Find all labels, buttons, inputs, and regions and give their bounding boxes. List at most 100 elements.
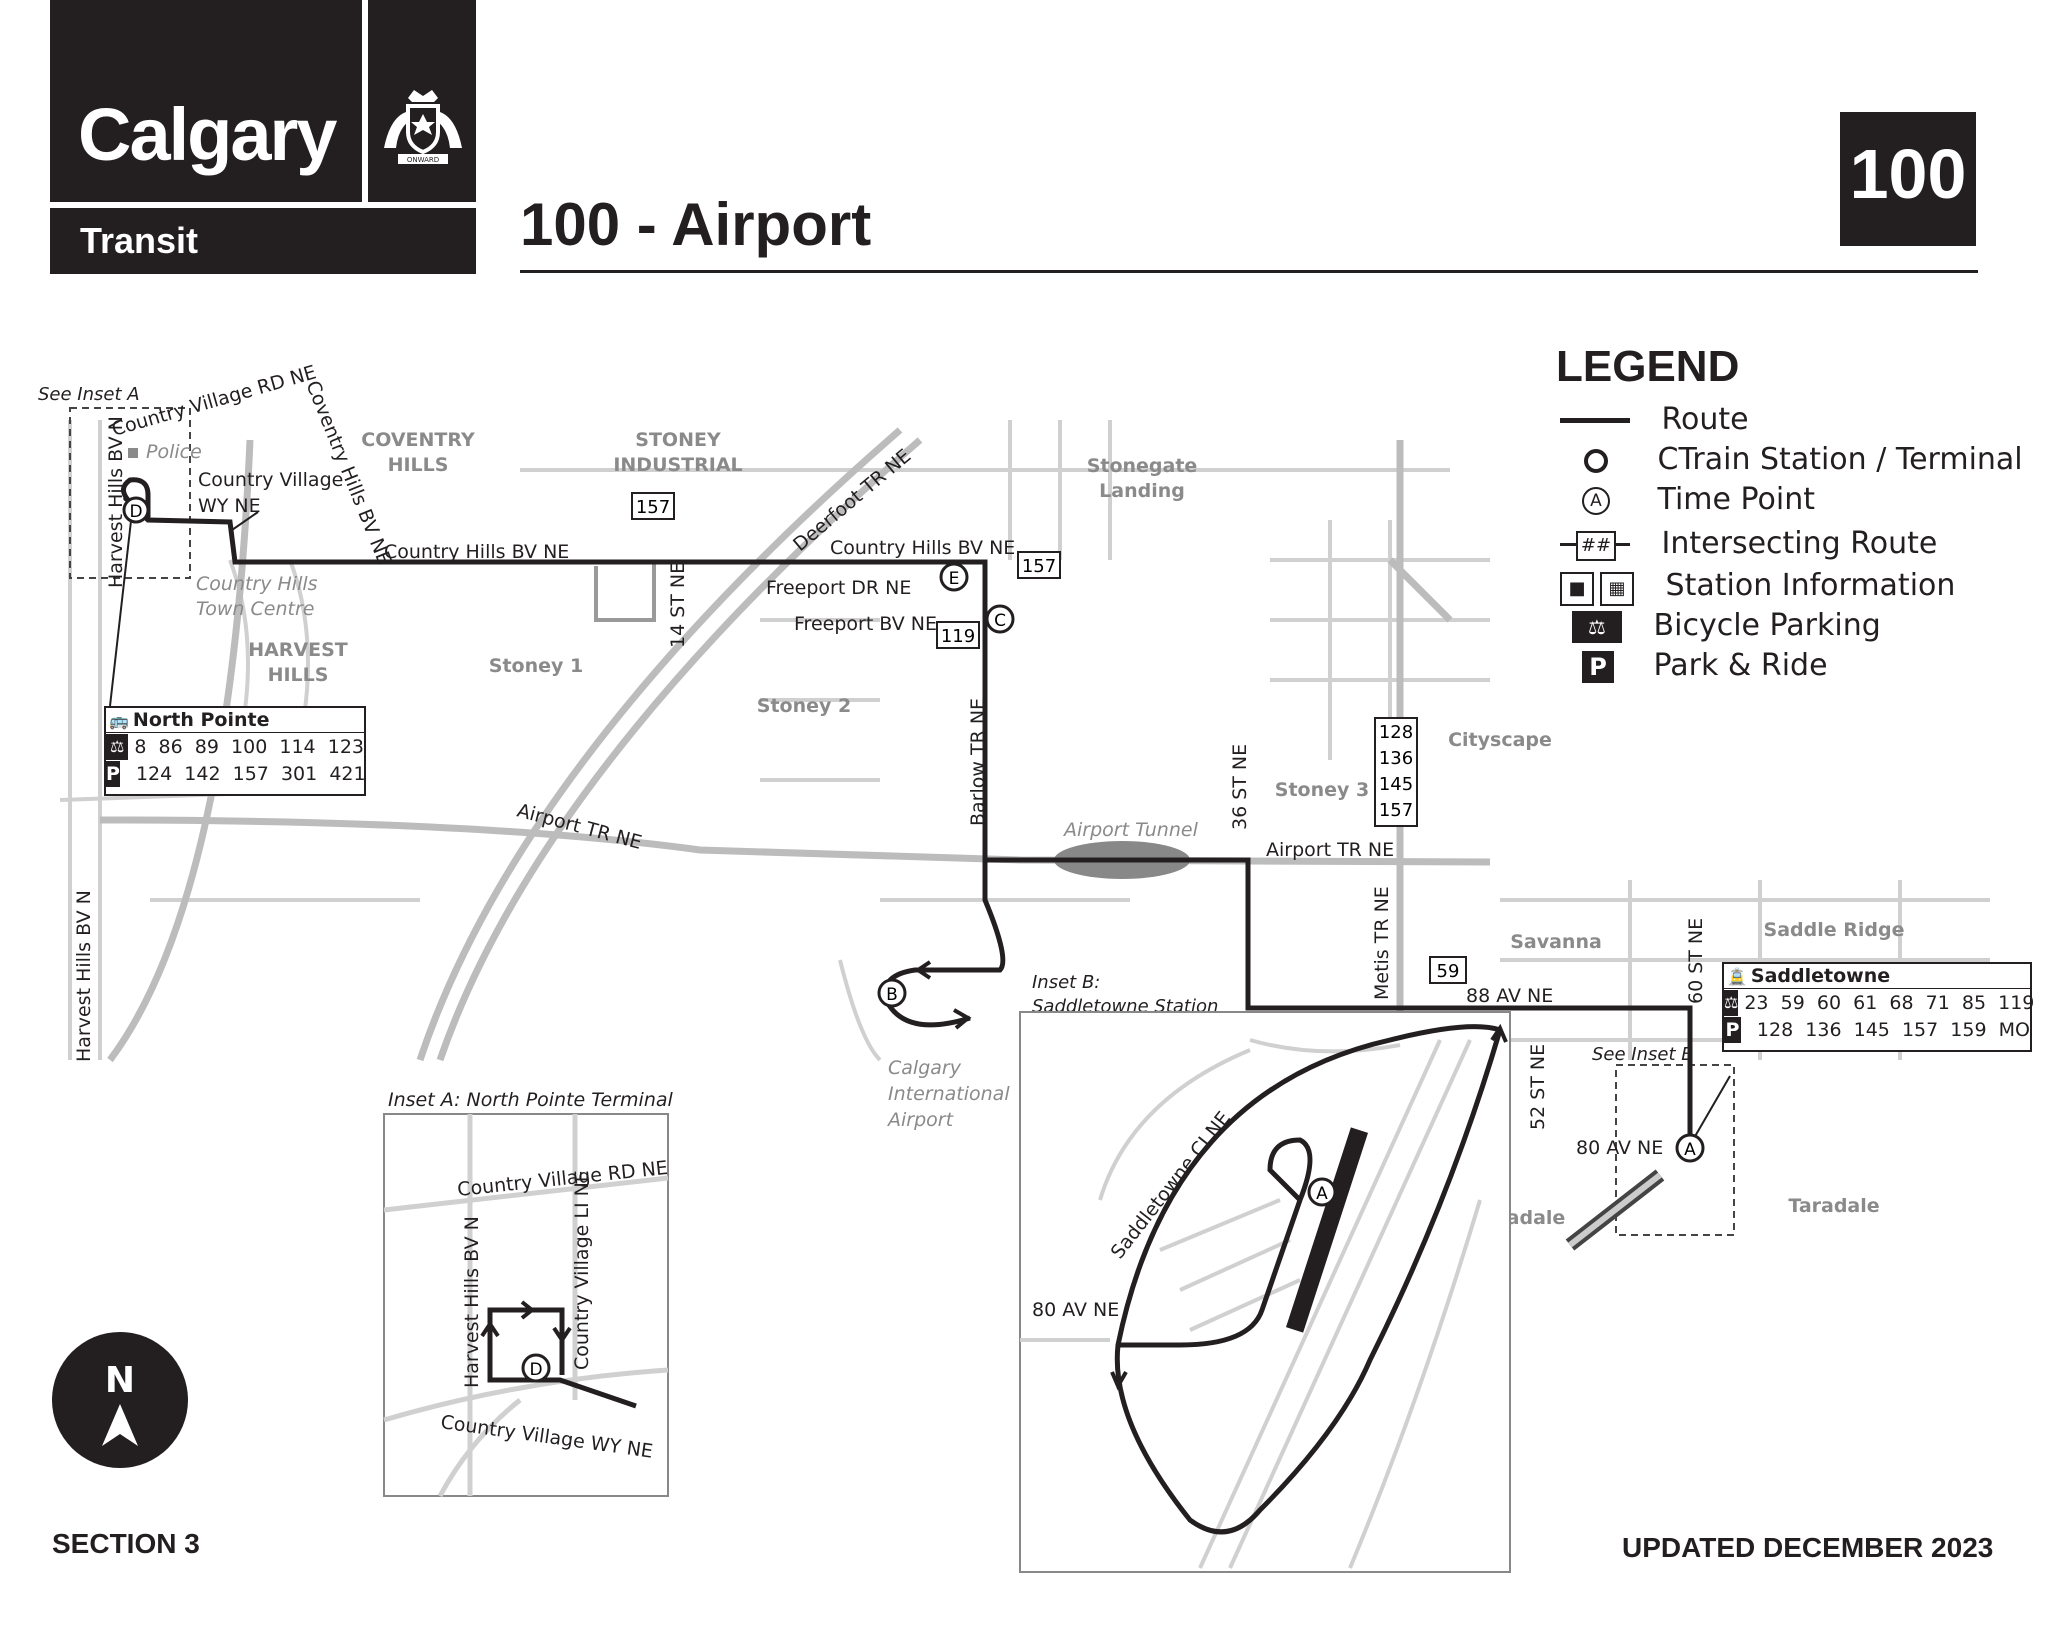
pr-routes: 128 136 145 157 159 MO [1756, 1018, 2030, 1041]
area-stoney-1: Stoney 1 [489, 655, 583, 677]
street-14-st: 14 ST NE [667, 562, 689, 648]
area-harvest: HARVEST [248, 639, 348, 661]
legend-route: Route [1560, 402, 1749, 437]
inset-a-route-loop [487, 1307, 637, 1409]
route-arrow [914, 960, 932, 980]
inset-a-time-point-d [521, 1353, 551, 1383]
major-roads [99, 427, 1491, 1063]
route-100-terminal-loop [121, 477, 151, 518]
north-arrow-circle [52, 1332, 188, 1468]
street-harvest-hills-bv: Harvest Hills BV N [105, 416, 127, 588]
see-inset-a: See Inset A [38, 384, 140, 405]
title-rule [520, 270, 1978, 273]
area-taradale: Taradale [1788, 1195, 1879, 1217]
route-arrow [1490, 1023, 1508, 1043]
route-box-157a [631, 492, 675, 520]
legend-bicycle: ⚖ Bicycle Parking [1560, 608, 1881, 643]
route-arrow [1110, 1371, 1128, 1391]
street-barlow: Barlow TR NE [967, 698, 989, 826]
north-pointe-leader [109, 511, 133, 707]
street-country-village-wy: Country Village [198, 469, 343, 491]
section-label: SECTION 3 [52, 1528, 200, 1559]
time-point-b [877, 978, 907, 1008]
bicycle-icon: ⚖ [106, 733, 129, 760]
park-and-ride-icon: P [1724, 1016, 1741, 1043]
street-60-st: 60 ST NE [1685, 918, 1707, 1004]
inset-b-panel [1019, 1011, 1511, 1573]
legend-intersecting: ## Intersecting Route [1560, 526, 1937, 561]
svg-text:ONWARD: ONWARD [407, 156, 439, 164]
time-point-icon: A [1582, 486, 1610, 515]
area-coventry-2: HILLS [388, 454, 449, 476]
street-country-hills-bv-e: Country Hills BV NE [830, 537, 1015, 559]
time-point-d-label: D [129, 502, 142, 522]
legend-ctrain: CTrain Station / Terminal [1560, 442, 2023, 477]
bicycle-icon: ⚖ [1724, 989, 1739, 1016]
police-icon [128, 448, 138, 458]
place-police: Police [146, 441, 202, 463]
time-point-e [939, 562, 969, 592]
time-point-e-label: E [949, 569, 960, 589]
route-arrow [520, 1300, 536, 1320]
street-36-st: 36 ST NE [1229, 744, 1251, 830]
inset-b-time-point-a-label: A [1316, 1184, 1328, 1204]
place-airport-2: International [888, 1083, 1010, 1105]
bike-routes: 23 59 60 61 68 71 85 119 [1744, 991, 2035, 1014]
calgary-logo-block [50, 0, 362, 202]
street-80-av: 80 AV NE [1576, 1137, 1663, 1159]
area-stoney-2: Stoney 2 [757, 695, 851, 717]
intersecting-route-icon: ## [1560, 530, 1630, 561]
area-stonegate-2: Landing [1099, 480, 1185, 502]
street-freeport-bv: Freeport BV NE [794, 613, 937, 635]
street-country-hills-bv-w: Country Hills BV NE [384, 541, 569, 563]
legend-station-info: ■▦ Station Information [1560, 567, 1955, 606]
place-airport-tunnel: Airport Tunnel [1062, 819, 1199, 841]
route-box-stack-145: 145 [1379, 774, 1413, 795]
train-icon: ▦ [1600, 572, 1634, 606]
time-point-a [1675, 1133, 1705, 1163]
area-coventry: COVENTRY [361, 429, 475, 451]
route-box-59-label: 59 [1437, 961, 1460, 982]
station-info-icons: ■▦ [1560, 567, 1634, 606]
inset-b-80-av: 80 AV NE [1032, 1299, 1119, 1321]
inset-b-base [1020, 1038, 1482, 1569]
inset-b-route-outer [1114, 1024, 1503, 1535]
street-country-village-wy-2: WY NE [198, 495, 261, 517]
street-harvest-hills-bv-lower: Harvest Hills BV N [73, 890, 95, 1062]
legend-heading: LEGEND [1556, 342, 1740, 391]
bicycle-icon: ⚖ [1572, 610, 1622, 643]
bus-icon: 🚌 [109, 710, 129, 730]
train-icon: 🚊 [1727, 966, 1747, 986]
legend-label: Station Information [1665, 568, 1956, 603]
legend-park-ride: P Park & Ride [1560, 648, 1828, 683]
time-point-c-label: C [994, 611, 1006, 631]
area-cityscape: Cityscape [1448, 729, 1552, 751]
route-number-badge: 100 [1840, 112, 1976, 246]
route-box-157a-label: 157 [636, 497, 670, 518]
place-airport-3: Airport [886, 1109, 955, 1131]
area-stoney-industrial: STONEY [635, 429, 721, 451]
industrial-spur [594, 560, 656, 622]
legend-label: Park & Ride [1653, 648, 1828, 683]
route-box-stack-157: 157 [1379, 800, 1413, 821]
bike-routes: 8 86 89 100 114 123 [134, 735, 364, 758]
route-arrow [552, 1326, 572, 1344]
area-saddle-ridge: Saddle Ridge [1764, 919, 1905, 941]
brand-sub: Transit [80, 220, 199, 261]
area-savanna: Savanna [1510, 931, 1602, 953]
transit-block [50, 208, 476, 274]
calgary-crest-icon: ONWARD [384, 90, 462, 164]
route-box-stack-128: 128 [1379, 722, 1413, 743]
route-box-stack [1374, 717, 1418, 827]
route-box-stack-136: 136 [1379, 748, 1413, 769]
area-stonegate: Stonegate [1087, 455, 1198, 477]
ctrain-station-icon [1584, 448, 1608, 473]
route-box-157b [1017, 551, 1061, 579]
route-number: 100 [1849, 135, 1967, 213]
street-88-av: 88 AV NE [1466, 985, 1553, 1007]
inset-a-title: Inset A: North Pointe Terminal [388, 1089, 674, 1111]
station-name: North Pointe [132, 709, 270, 731]
area-harvest-2: HILLS [268, 664, 329, 686]
place-country-hills-tc: Country Hills [196, 573, 318, 595]
time-point-c [985, 604, 1015, 634]
